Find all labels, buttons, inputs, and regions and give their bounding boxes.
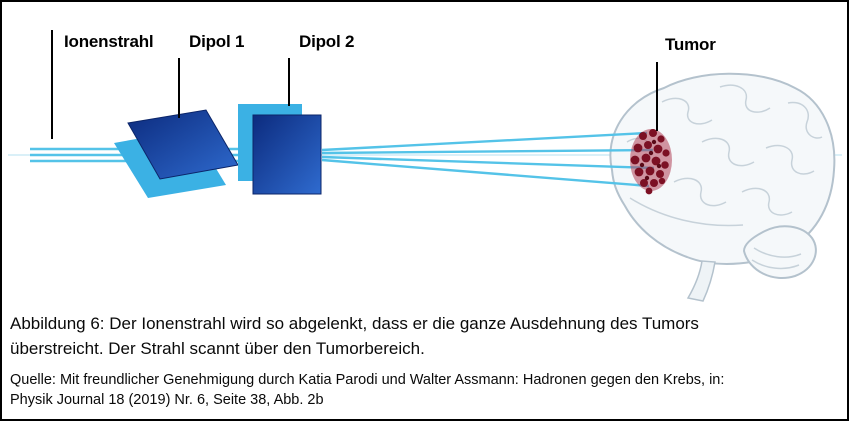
brain-illustration	[609, 72, 836, 302]
figure-source: Quelle: Mit freundlicher Genehmigung dur…	[10, 372, 725, 409]
brain-stem	[686, 260, 716, 302]
label-dipol1: Dipol 1	[189, 32, 245, 51]
brain-cerebrum-outline	[609, 72, 836, 265]
dipole-1-shape	[114, 109, 239, 198]
label-ionenstrahl: Ionenstrahl	[64, 32, 154, 51]
label-tumor: Tumor	[665, 35, 716, 54]
tumor-blob	[630, 129, 672, 195]
tumor-dots	[630, 129, 670, 195]
pointer-lines	[51, 30, 658, 139]
scanning-beam-fan	[321, 131, 655, 188]
beam-scanning-diagram: Ionenstrahl Dipol 1 Dipol 2 Tumor	[2, 2, 847, 304]
diagram-canvas	[8, 30, 842, 302]
dipole-2-shape	[238, 104, 322, 195]
label-dipol2: Dipol 2	[299, 32, 355, 51]
figure-caption: Abbildung 6: Der Ionenstrahl wird so abg…	[10, 314, 699, 358]
dipole-2-dark-layer	[252, 114, 322, 195]
tumor-dot-shadows	[639, 139, 662, 181]
